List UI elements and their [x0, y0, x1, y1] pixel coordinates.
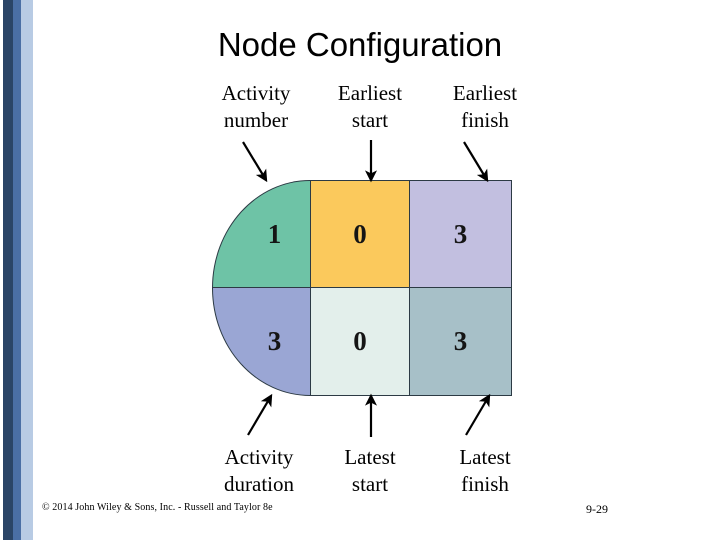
arrow-activity-number	[242, 141, 268, 183]
node-shape: 1 0 3 3 0 3	[212, 180, 512, 396]
cell-activity-duration[interactable]: 3	[212, 288, 310, 396]
annotation-activity-number: Activity number	[221, 81, 291, 132]
footer-copyright: © 2014 John Wiley & Sons, Inc. - Russell…	[42, 502, 273, 513]
cell-latest-finish[interactable]: 3	[410, 288, 512, 396]
page-title: Node Configuration	[217, 26, 503, 63]
stripe-band-medium-blue	[13, 0, 21, 540]
arrow-activity-duration	[247, 393, 273, 436]
footer-page-number: 9-29	[586, 502, 608, 516]
arrow-earliest-finish	[463, 141, 489, 183]
cell-latest-start[interactable]: 0	[310, 288, 410, 396]
cell-earliest-finish[interactable]: 3	[410, 180, 512, 288]
arrow-latest-finish	[465, 393, 491, 436]
stripe-band-white	[0, 0, 3, 540]
stripe-band-light-blue	[21, 0, 33, 540]
annotation-activity-duration: Activity duration	[224, 445, 294, 496]
cell-activity-number[interactable]: 1	[212, 180, 310, 288]
left-decorative-stripe	[0, 0, 34, 540]
annotation-earliest-start: Earliest start	[337, 81, 403, 132]
annotation-latest-finish: Latest finish	[459, 445, 511, 496]
stripe-band-navy	[3, 0, 13, 540]
annotation-latest-start: Latest start	[344, 445, 396, 496]
cell-earliest-start[interactable]: 0	[310, 180, 410, 288]
annotation-earliest-finish: Earliest finish	[452, 81, 518, 132]
